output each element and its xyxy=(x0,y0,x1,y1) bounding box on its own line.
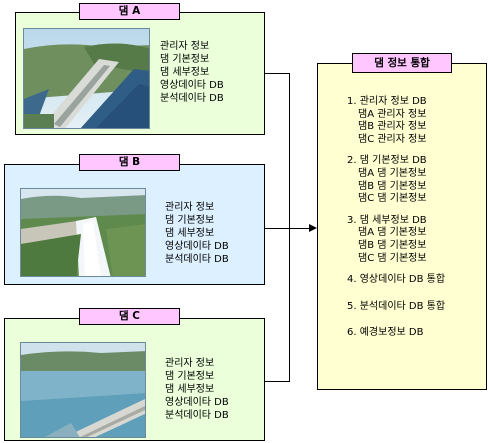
dam-c-items: 관리자 정보 댐 기본정보 댐 세부정보 영상데이타 DB 분석데이타 DB xyxy=(165,357,229,422)
integration-group-sub: 댐C 댐 기본정보 xyxy=(358,252,427,264)
dam-c-item: 영상데이타 DB xyxy=(165,397,229,408)
dam-b-photo xyxy=(20,188,146,277)
dam-a-panel: 관리자 정보 댐 기본정보 댐 세부정보 영상데이타 DB 분석데이타 DB xyxy=(15,12,265,135)
integration-group: 1. 관리자 정보 DB 댐A 관리자 정보 댐B 관리자 정보 댐C 관리자 … xyxy=(347,96,487,146)
dam-a-items: 관리자 정보 댐 기본정보 댐 세부정보 영상데이타 DB 분석데이타 DB xyxy=(160,40,224,105)
integration-group-head: 3. 댐 세부정보 DB xyxy=(347,214,427,226)
integration-group-sub: 댐B 댐 기본정보 xyxy=(358,239,427,251)
integration-title: 댐 정보 통합 xyxy=(352,53,452,73)
connector-vertical xyxy=(289,73,290,382)
integration-group-head: 2. 댐 기본정보 DB xyxy=(347,155,427,167)
integration-group-head: 6. 예경보정보 DB xyxy=(347,327,424,339)
dam-a-title: 댐 A xyxy=(79,3,180,20)
integration-list: 1. 관리자 정보 DB 댐A 관리자 정보 댐B 관리자 정보 댐C 관리자 … xyxy=(347,96,487,349)
dam-a-item: 분석데이타 DB xyxy=(160,93,224,104)
integration-group-sub: 댐C 댐 기본정보 xyxy=(358,193,427,205)
dam-b-item: 관리자 정보 xyxy=(165,202,215,213)
integration-group-sub: 댐B 관리자 정보 xyxy=(358,121,427,133)
dam-c-title: 댐 C xyxy=(79,308,180,325)
integration-group: 6. 예경보정보 DB xyxy=(347,327,487,340)
arrow-head-icon xyxy=(309,224,317,232)
dam-c-item: 분석데이타 DB xyxy=(165,410,229,421)
integration-group: 3. 댐 세부정보 DB 댐A 댐 기본정보 댐B 댐 기본정보 댐C 댐 기본… xyxy=(347,215,487,265)
integration-group: 4. 영상데이타 DB 통합 xyxy=(347,274,487,287)
integration-group-sub: 댐A 댐 기본정보 xyxy=(358,227,427,239)
dam-b-title: 댐 B xyxy=(79,154,180,171)
integration-group-head: 4. 영상데이타 DB 통합 xyxy=(347,274,446,286)
connector-to-integration xyxy=(289,228,310,229)
integration-group-sub: 댐C 관리자 정보 xyxy=(358,133,427,145)
dam-b-panel: 관리자 정보 댐 기본정보 댐 세부정보 영상데이타 DB 분석데이타 DB xyxy=(4,164,265,285)
integration-panel xyxy=(317,63,487,390)
dam-a-item: 영상데이타 DB xyxy=(160,80,224,91)
connector-c xyxy=(265,381,290,382)
dam-a-photo xyxy=(23,28,150,129)
dam-c-item: 관리자 정보 xyxy=(165,358,215,369)
dam-a-item: 댐 기본정보 xyxy=(160,54,210,65)
integration-group-sub: 댐B 댐 기본정보 xyxy=(358,180,427,192)
dam-c-item: 댐 기본정보 xyxy=(165,371,215,382)
dam-b-item: 분석데이타 DB xyxy=(165,254,229,265)
integration-group-sub: 댐A 관리자 정보 xyxy=(358,108,427,120)
dam-b-item: 영상데이타 DB xyxy=(165,241,229,252)
integration-group: 2. 댐 기본정보 DB 댐A 댐 기본정보 댐B 댐 기본정보 댐C 댐 기본… xyxy=(347,155,487,205)
dam-c-item: 댐 세부정보 xyxy=(165,384,215,395)
connector-b xyxy=(265,228,290,229)
integration-group-head: 5. 분석데이타 DB 통합 xyxy=(347,300,446,312)
dam-b-item: 댐 기본정보 xyxy=(165,215,215,226)
integration-group-sub: 댐A 댐 기본정보 xyxy=(358,167,427,179)
dam-b-item: 댐 세부정보 xyxy=(165,228,215,239)
integration-group: 5. 분석데이타 DB 통합 xyxy=(347,301,487,314)
connector-a xyxy=(265,73,290,74)
dam-a-item: 관리자 정보 xyxy=(160,41,210,52)
dam-c-panel: 관리자 정보 댐 기본정보 댐 세부정보 영상데이타 DB 분석데이타 DB xyxy=(4,318,265,441)
dam-a-item: 댐 세부정보 xyxy=(160,67,210,78)
dam-b-items: 관리자 정보 댐 기본정보 댐 세부정보 영상데이타 DB 분석데이타 DB xyxy=(165,201,229,266)
dam-c-photo xyxy=(20,342,146,438)
integration-group-head: 1. 관리자 정보 DB xyxy=(347,96,427,107)
